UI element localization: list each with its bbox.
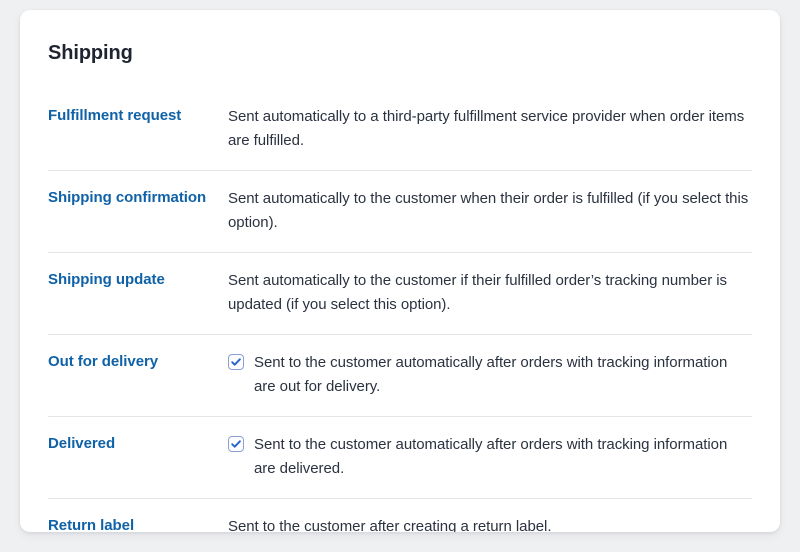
notification-row-body: Sent to the customer automatically after…	[228, 351, 752, 399]
notification-template-link[interactable]: Delivered	[48, 435, 116, 452]
notification-row: Shipping confirmation Sent automatically …	[48, 170, 752, 252]
notification-row: Shipping update Sent automatically to the…	[48, 252, 752, 334]
notification-description: Sent to the customer after creating a re…	[228, 518, 552, 532]
notification-template-link[interactable]: Shipping confirmation	[48, 189, 207, 206]
notification-enabled-checkbox[interactable]	[228, 436, 244, 452]
notification-row-body: Sent automatically to a third-party fulf…	[228, 105, 752, 153]
notification-row-body: Sent to the customer after creating a re…	[228, 515, 752, 532]
page-title: Shipping	[48, 42, 133, 64]
notification-enabled-checkbox[interactable]	[228, 354, 244, 370]
notification-row: Delivered Sent to the customer automatica…	[48, 416, 752, 498]
notification-row: Fulfillment request Sent automatically to…	[48, 88, 752, 170]
notification-row-body: Sent automatically to the customer if th…	[228, 269, 752, 317]
notification-description: Sent automatically to the customer when …	[228, 190, 749, 231]
notification-template-link[interactable]: Return label instructions	[48, 517, 135, 532]
notification-description: Sent automatically to the customer if th…	[228, 272, 728, 313]
notification-description: Sent automatically to a third-party fulf…	[228, 108, 745, 149]
notification-description: Sent to the customer automatically after…	[254, 436, 728, 477]
notification-row-body: Sent automatically to the customer when …	[228, 187, 752, 235]
checkmark-icon	[231, 440, 241, 448]
notification-row-body: Sent to the customer automatically after…	[228, 433, 752, 481]
notification-description: Sent to the customer automatically after…	[254, 354, 728, 395]
notification-template-link[interactable]: Shipping update	[48, 271, 165, 288]
notification-row: Return label instructions Sent to the cus…	[48, 498, 752, 532]
notification-template-link[interactable]: Fulfillment request	[48, 107, 182, 124]
notification-template-link[interactable]: Out for delivery	[48, 353, 159, 370]
notification-row: Out for delivery Sent to the customer aut…	[48, 334, 752, 416]
checkmark-icon	[231, 358, 241, 366]
